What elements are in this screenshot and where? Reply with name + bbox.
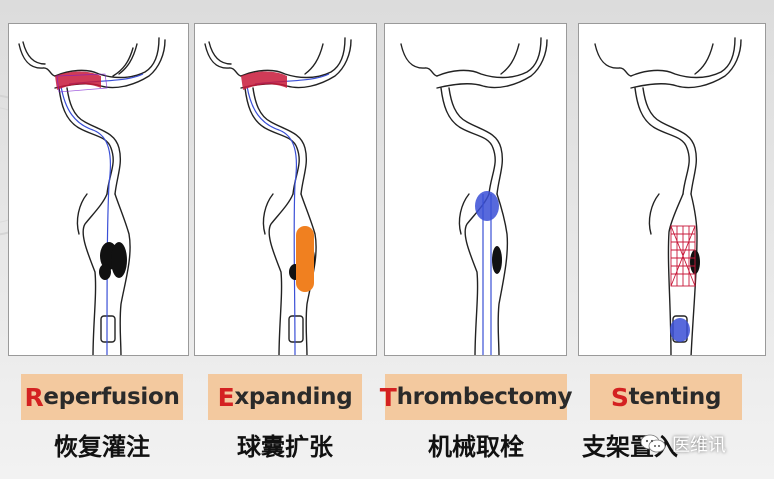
label-rest: eperfusion <box>43 384 180 410</box>
label-rest: xpanding <box>234 384 353 410</box>
label-initial: S <box>610 382 629 412</box>
panel-expanding <box>194 23 377 356</box>
source-watermark: 医维讯 <box>640 429 726 459</box>
label-rest: tenting <box>628 384 722 410</box>
watermark-text: 医维讯 <box>672 435 726 456</box>
cn-label-expanding: 球囊扩张 <box>237 432 333 461</box>
panel-thrombectomy <box>384 23 567 356</box>
panel-stenting <box>578 23 766 356</box>
cn-label-reperfusion: 恢复灌注 <box>54 432 150 461</box>
wechat-icon <box>640 434 666 453</box>
label-initial: R <box>24 382 44 412</box>
panel-reperfusion <box>8 23 189 356</box>
label-initial: T <box>379 382 397 412</box>
label-initial: E <box>217 382 235 412</box>
cn-label-thrombectomy: 机械取栓 <box>428 432 524 461</box>
label-rest: hrombectomy <box>396 384 573 410</box>
